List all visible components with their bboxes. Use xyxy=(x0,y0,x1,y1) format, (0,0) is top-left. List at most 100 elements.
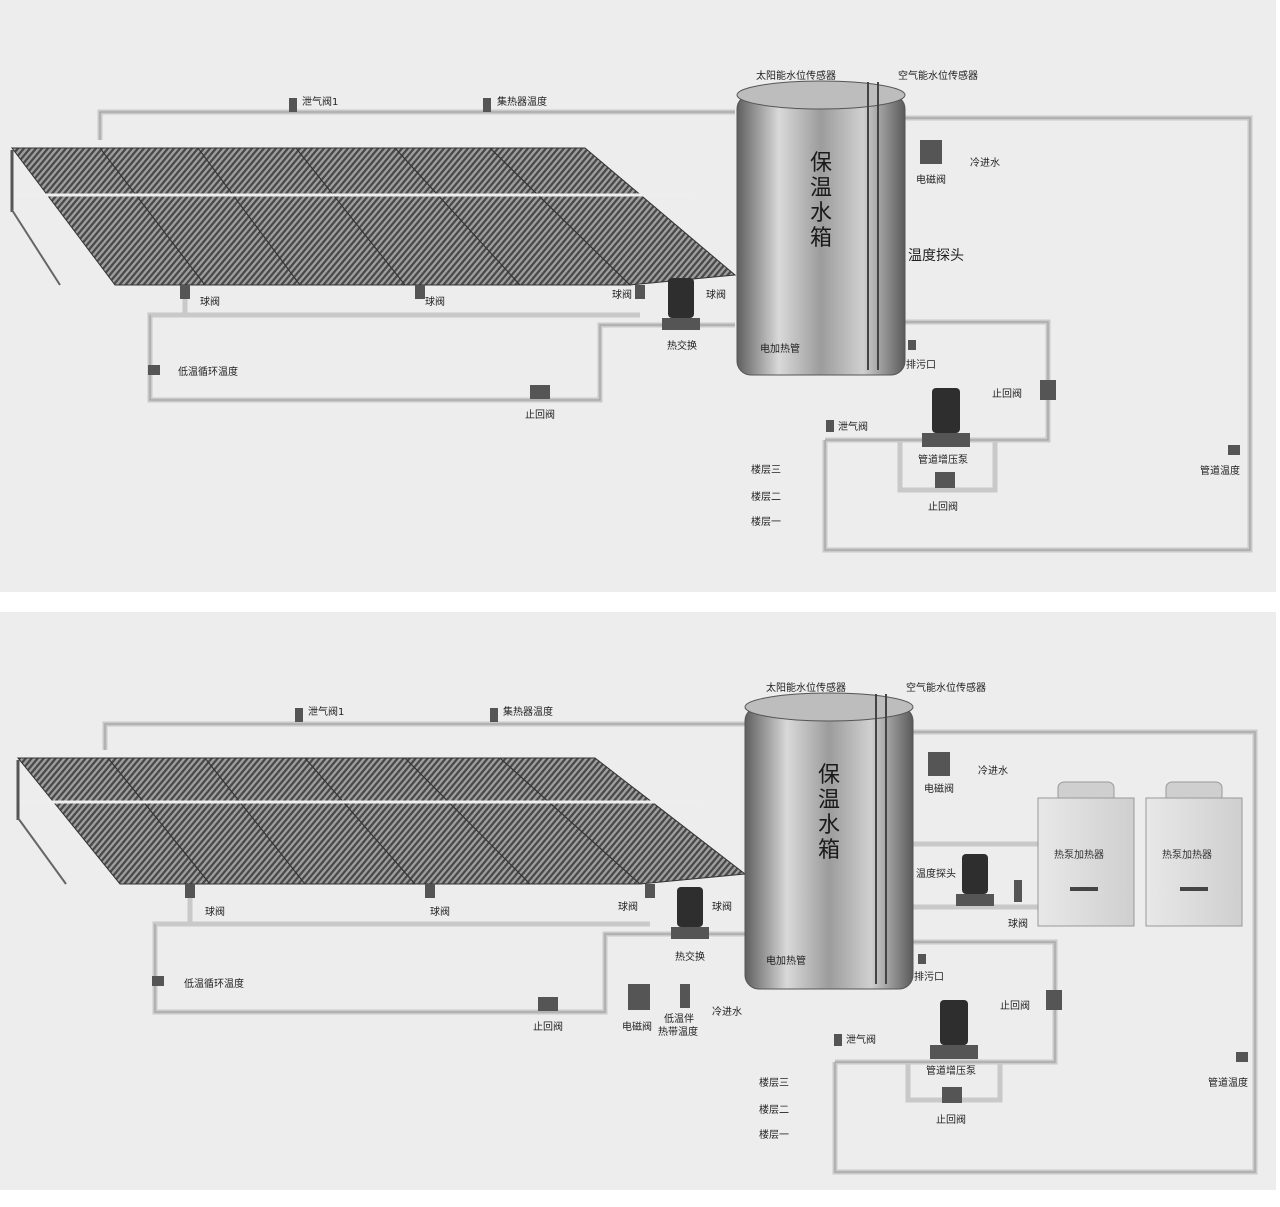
pump-icon xyxy=(930,1000,978,1059)
pump-icon xyxy=(662,278,700,330)
pump-icon xyxy=(956,854,994,906)
label-cold-inlet-2: 冷进水 xyxy=(712,1005,742,1018)
label-solar-level-sensor: 太阳能水位传感器 xyxy=(756,69,836,82)
label-cold-inlet: 冷进水 xyxy=(970,156,1000,169)
label-low-temp-cycle: 低温循环温度 xyxy=(178,365,238,378)
tank-label-char: 保 xyxy=(818,763,840,788)
label-booster-pump: 管道增压泵 xyxy=(918,453,968,466)
label-solenoid-valve: 电磁阀 xyxy=(916,173,946,186)
label-pipe-temp: 管道温度 xyxy=(1200,464,1240,477)
label-heat-pump: 热泵加热器 xyxy=(1054,848,1104,861)
label-heat-exchange: 热交换 xyxy=(675,950,705,963)
label-low-temp-cycle: 低温循环温度 xyxy=(184,977,244,990)
label-air-level-sensor: 空气能水位传感器 xyxy=(906,681,986,694)
label-ball-valve: 球阀 xyxy=(618,900,638,913)
valve-icon xyxy=(928,752,950,776)
tank-label-char: 温 xyxy=(818,788,840,813)
label-air-level-sensor: 空气能水位传感器 xyxy=(898,69,978,82)
heat-pump-icon xyxy=(1037,781,1135,927)
tank-label-char: 箱 xyxy=(810,226,832,251)
label-ball-valve: 球阀 xyxy=(712,900,732,913)
label-floor-3: 楼层三 xyxy=(759,1076,789,1089)
label-collector-temp: 集热器温度 xyxy=(503,705,553,718)
tank-label-char: 水 xyxy=(810,201,832,226)
label-heat-exchange: 热交换 xyxy=(667,339,697,352)
water-tank-icon xyxy=(744,692,914,990)
tank-label-char: 水 xyxy=(818,813,840,838)
label-floor-1: 楼层一 xyxy=(759,1128,789,1141)
sensor-icon xyxy=(918,954,926,964)
diagram-top-panel: 保 温 水 箱 泄气阀1 集热器温度 太阳能水位传感器 空气能水位传感器 电磁阀… xyxy=(0,0,1276,592)
label-ball-valve: 球阀 xyxy=(205,905,225,918)
valve-icon xyxy=(1040,380,1056,400)
tank-label-char: 箱 xyxy=(818,838,840,863)
solar-collector-icon xyxy=(488,147,737,286)
label-floor-2: 楼层二 xyxy=(759,1103,789,1116)
pump-icon xyxy=(671,887,709,939)
label-check-valve: 止回阀 xyxy=(992,387,1022,400)
label-electric-heater: 电加热管 xyxy=(766,954,806,967)
sensor-icon xyxy=(490,708,498,722)
sensor-icon xyxy=(908,340,916,350)
label-check-valve: 止回阀 xyxy=(525,408,555,421)
label-ball-valve: 球阀 xyxy=(425,295,445,308)
label-floor-3: 楼层三 xyxy=(751,463,781,476)
label-ball-valve: 球阀 xyxy=(706,288,726,301)
sensor-icon xyxy=(148,365,160,375)
sensor-icon xyxy=(295,708,303,722)
label-booster-pump: 管道增压泵 xyxy=(926,1064,976,1077)
sensor-icon xyxy=(826,420,834,432)
label-drain: 排污口 xyxy=(906,358,936,371)
label-solar-level-sensor: 太阳能水位传感器 xyxy=(766,681,846,694)
label-ball-valve: 球阀 xyxy=(200,295,220,308)
pump-icon xyxy=(922,388,970,447)
sensor-icon xyxy=(289,98,297,112)
label-ball-valve: 球阀 xyxy=(430,905,450,918)
label-vent-valve-1: 泄气阀1 xyxy=(308,705,344,718)
sensor-icon xyxy=(152,976,164,986)
label-drain: 排污口 xyxy=(914,970,944,983)
valve-icon xyxy=(415,285,425,299)
label-check-valve: 止回阀 xyxy=(936,1113,966,1126)
label-heat-pump: 热泵加热器 xyxy=(1162,848,1212,861)
sensor-icon xyxy=(483,98,491,112)
heat-pump-icon xyxy=(1145,781,1243,927)
solar-collector-array xyxy=(16,757,747,885)
solar-collector-array xyxy=(10,147,737,286)
water-tank-icon xyxy=(736,80,906,376)
label-vent-valve-1: 泄气阀1 xyxy=(302,95,338,108)
label-electric-heater: 电加热管 xyxy=(760,342,800,355)
valve-icon xyxy=(425,884,435,898)
sensor-icon xyxy=(834,1034,842,1046)
valve-icon xyxy=(628,984,650,1010)
label-solenoid-valve: 电磁阀 xyxy=(924,782,954,795)
label-solenoid-valve-2: 电磁阀 xyxy=(622,1020,652,1033)
valve-icon xyxy=(185,884,195,898)
tank-label-char: 保 xyxy=(810,151,832,176)
label-check-valve: 止回阀 xyxy=(533,1020,563,1033)
valve-icon xyxy=(942,1087,962,1103)
sensor-icon xyxy=(1236,1052,1248,1062)
label-pipe-temp: 管道温度 xyxy=(1208,1076,1248,1089)
diagram-bottom-panel: 保 温 水 箱 热泵加热器 热泵加热器 xyxy=(0,612,1276,1190)
label-low-temp-tape: 低温伴 xyxy=(664,1012,694,1025)
valve-icon xyxy=(530,385,550,399)
label-check-valve: 止回阀 xyxy=(928,500,958,513)
diagram-bottom-svg: 保 温 水 箱 热泵加热器 热泵加热器 xyxy=(16,681,1258,1175)
valve-icon xyxy=(180,285,190,299)
label-temp-probe: 温度探头 xyxy=(916,867,956,880)
valve-icon xyxy=(538,997,558,1011)
label-check-valve: 止回阀 xyxy=(1000,999,1030,1012)
sensor-icon xyxy=(680,984,690,1008)
valve-icon xyxy=(1046,990,1062,1010)
label-vent-valve: 泄气阀 xyxy=(838,420,868,433)
valve-icon xyxy=(645,884,655,898)
label-collector-temp: 集热器温度 xyxy=(497,95,547,108)
valve-icon xyxy=(635,285,645,299)
tank-label-char: 温 xyxy=(810,176,832,201)
valve-icon xyxy=(935,472,955,488)
label-temp-probe: 温度探头 xyxy=(908,248,964,264)
label-low-temp-tape: 热带温度 xyxy=(658,1025,698,1038)
valve-icon xyxy=(920,140,942,164)
sensor-icon xyxy=(1228,445,1240,455)
